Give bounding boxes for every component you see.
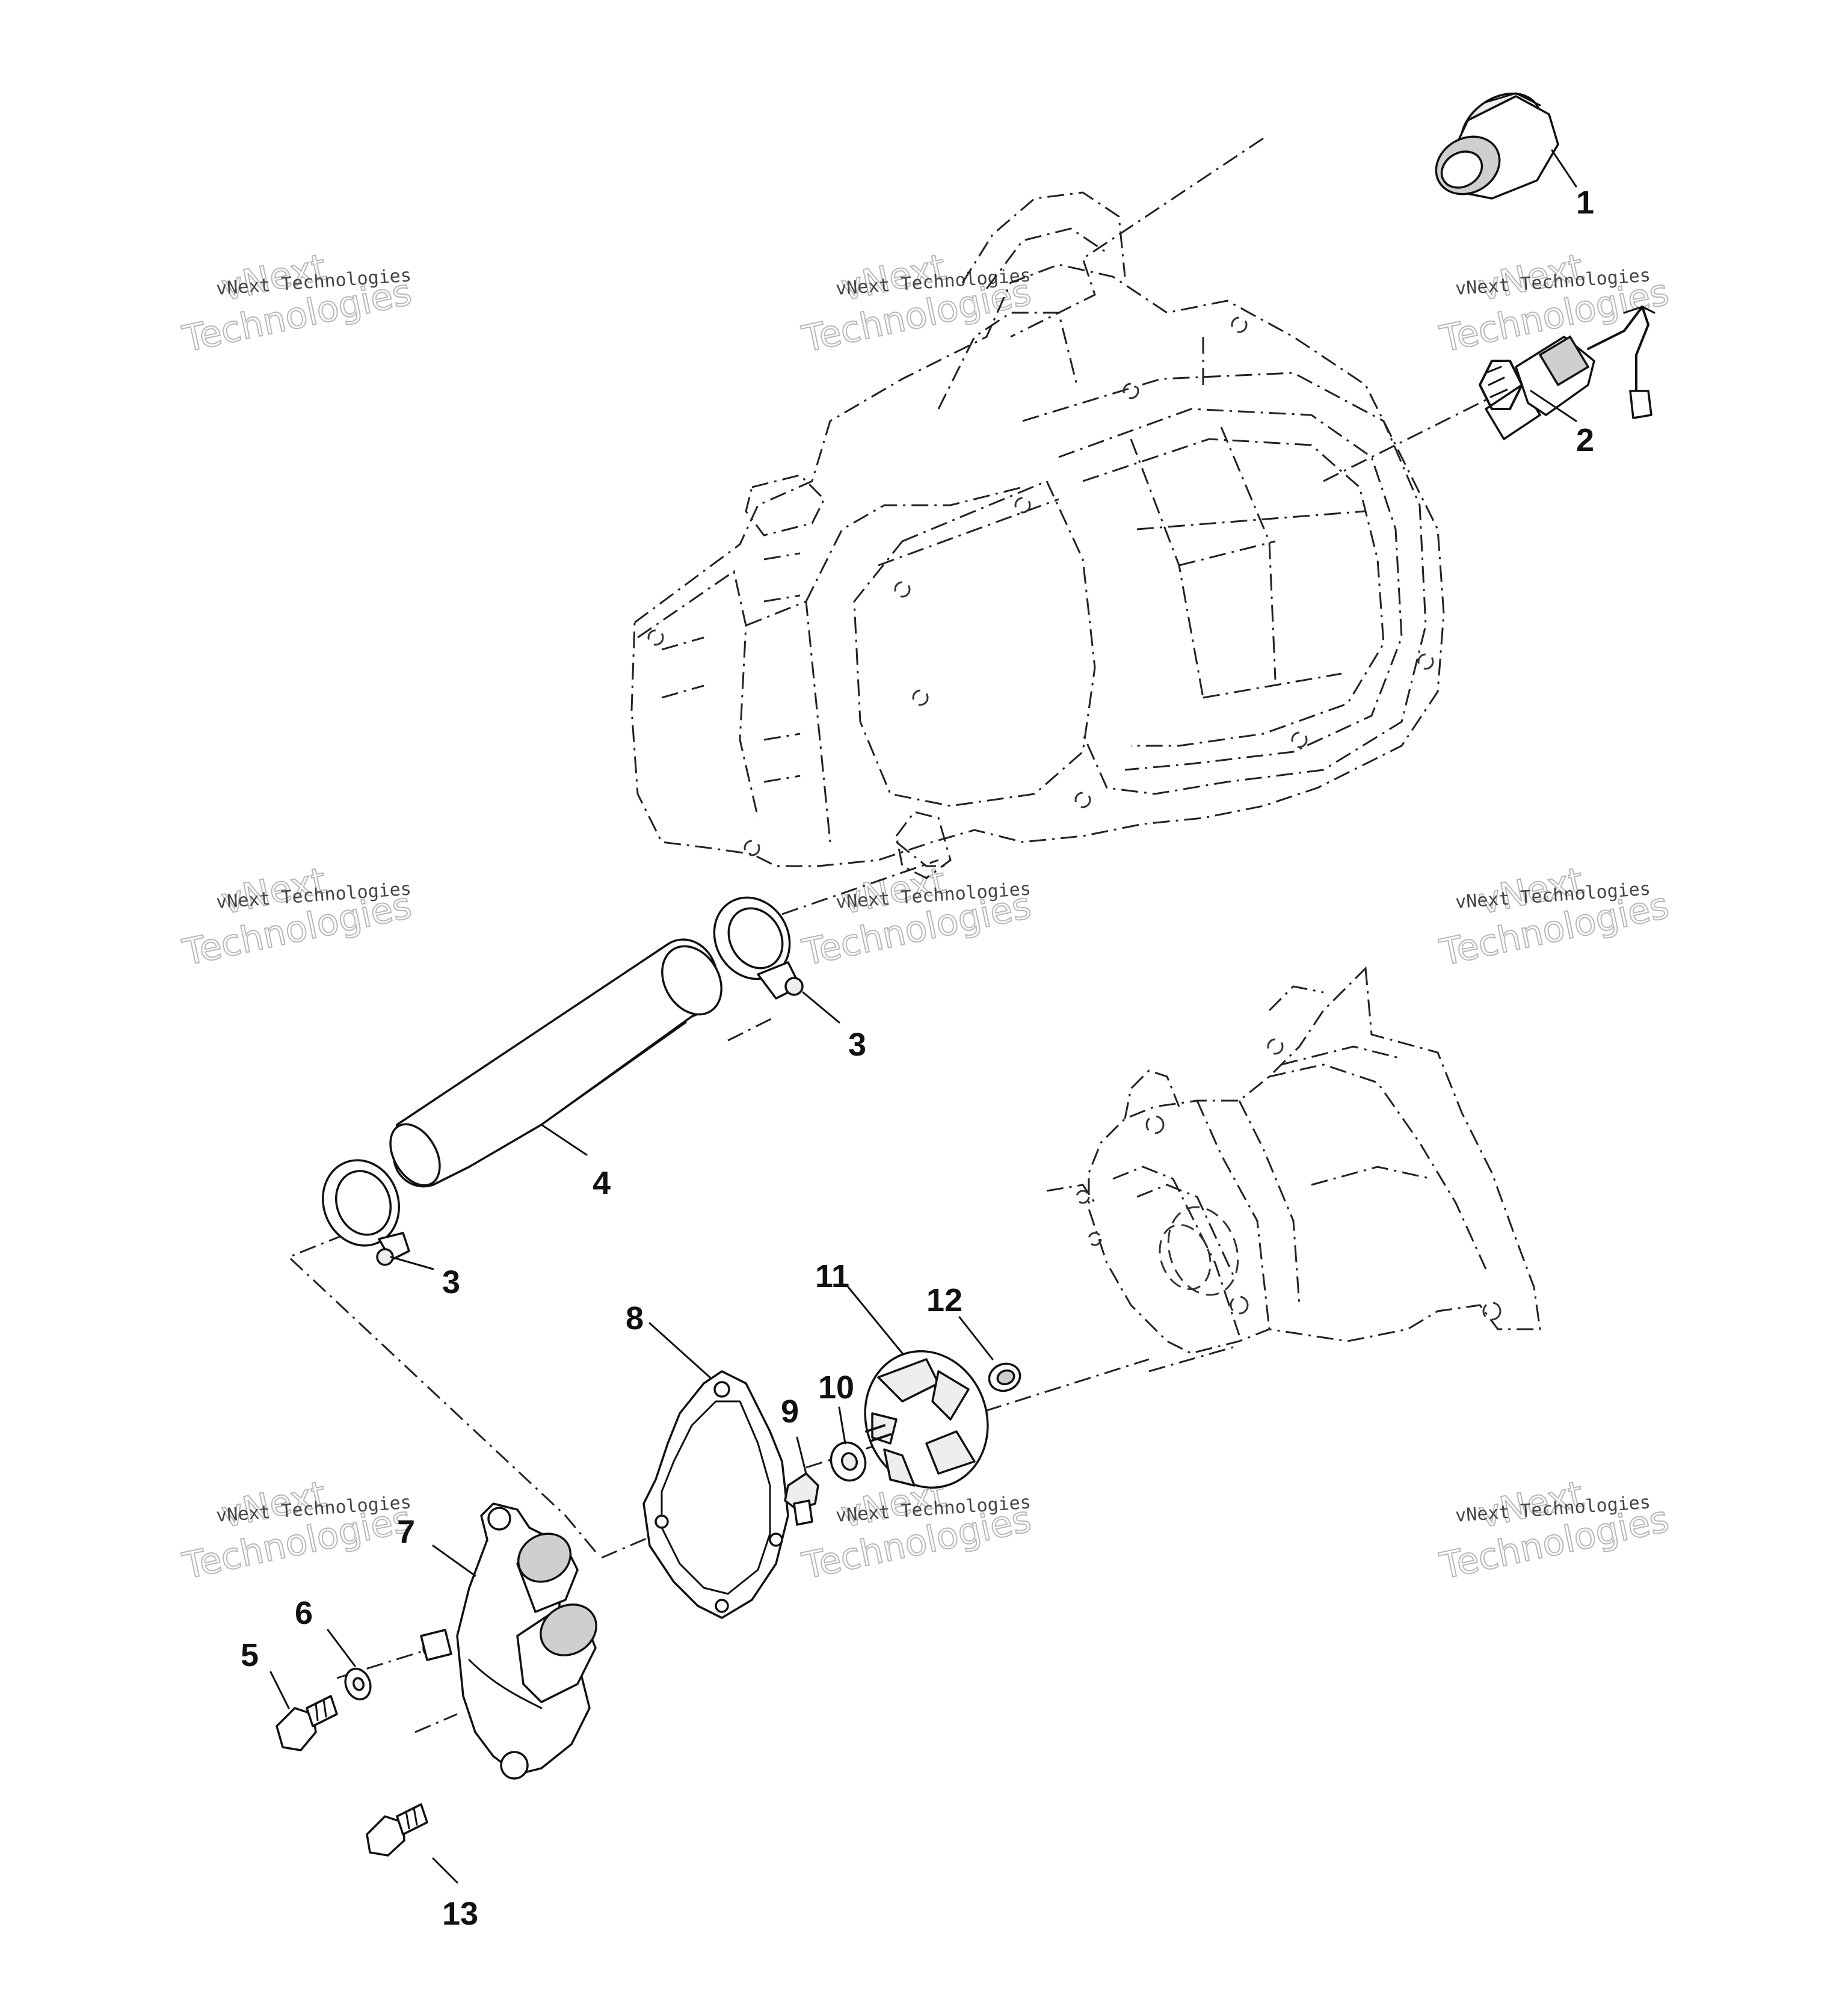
impeller-seal (988, 1362, 1021, 1392)
part-label-13: 13 (442, 1896, 478, 1932)
cover-bolt-washer (344, 1667, 372, 1701)
watermark: vNext Technologies (179, 1472, 416, 1588)
watermark: vNext Technologies (798, 859, 1036, 974)
crankcase-outline (1046, 966, 1541, 1354)
hose-clamp-lower (321, 1159, 410, 1266)
part-label-1: 1 (1576, 185, 1594, 221)
temperature-sender (1479, 306, 1656, 440)
cylinder-head-outline (630, 191, 1445, 879)
flange-bolt-long (366, 1803, 428, 1857)
part-label-8: 8 (626, 1300, 644, 1336)
part-label-2: 2 (1576, 422, 1594, 458)
impeller-washer (830, 1441, 867, 1482)
part-label-3-upper: 3 (848, 1027, 866, 1063)
part-label-7: 7 (397, 1514, 415, 1550)
part-label-4: 4 (593, 1165, 611, 1201)
part-label-10: 10 (818, 1369, 854, 1406)
thermostat-cap (1435, 92, 1559, 200)
part-label-11: 11 (815, 1258, 849, 1294)
part-label-12: 12 (926, 1282, 962, 1318)
part-label-3-lower: 3 (442, 1264, 460, 1300)
part-label-6: 6 (295, 1595, 313, 1631)
coolant-hose (389, 938, 722, 1188)
watermark: vNext Technologies (179, 245, 416, 361)
watermark: vNext Technologies (179, 859, 416, 974)
part-labels: 1 2 3 3 4 5 6 7 8 9 10 11 12 13 (241, 185, 1594, 1932)
pump-cover-gasket (642, 1370, 789, 1619)
part-label-9: 9 (781, 1394, 799, 1430)
part-label-5: 5 (241, 1637, 259, 1673)
leader-lines (270, 149, 1577, 1884)
watermark: vNext Technologies (798, 245, 1036, 361)
water-pump-impeller (864, 1350, 989, 1489)
hose-clamp-upper (713, 896, 804, 1000)
flange-bolt-short (276, 1695, 338, 1751)
water-pump-cover (420, 1502, 597, 1780)
drain-plug (784, 1472, 819, 1526)
